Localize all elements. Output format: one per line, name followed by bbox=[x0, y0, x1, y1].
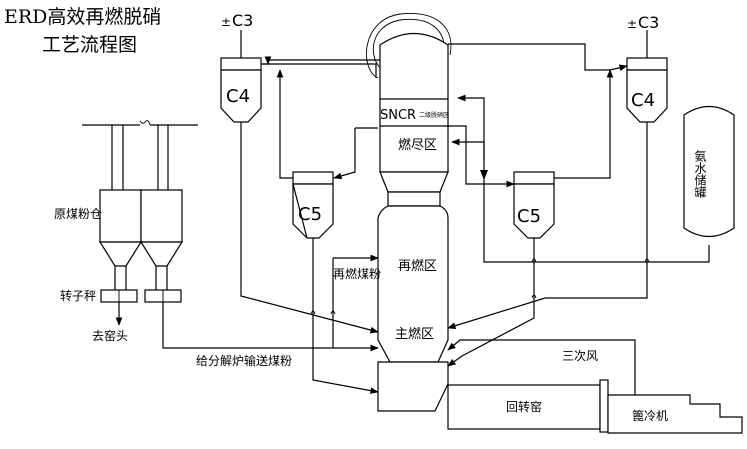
c3-left-prefix: ± bbox=[221, 15, 231, 29]
rotary-kiln-label: 回转窑 bbox=[506, 399, 542, 414]
grate-cooler-label: 篦冷机 bbox=[632, 408, 668, 423]
rotary-kiln bbox=[447, 379, 609, 433]
grate-cooler bbox=[607, 394, 743, 434]
to-kiln-head-label: 去窑头 bbox=[92, 328, 128, 343]
c5-right-cyclone bbox=[513, 171, 555, 239]
c3-right-label: C3 bbox=[638, 13, 659, 32]
kiln-inlet bbox=[377, 361, 449, 412]
to-calciner-label: 给分解炉输送煤粉 bbox=[196, 353, 292, 368]
ammonia-tank bbox=[683, 105, 735, 238]
c5-right-label: C5 bbox=[517, 206, 541, 227]
burnout-zone-label: 燃尽区 bbox=[398, 137, 437, 153]
c4-right-material-line bbox=[447, 122, 648, 329]
sncr-sub-label: 二级脱硝区 bbox=[419, 111, 449, 119]
tertiary-air-label: 三次风 bbox=[562, 349, 598, 363]
title-line2: 工艺流程图 bbox=[42, 34, 137, 56]
ammonia-tank-label: 氨水储罐 bbox=[693, 150, 707, 199]
reburn-zone-label: 再燃区 bbox=[398, 258, 437, 274]
ammonia-feed-line bbox=[483, 160, 710, 263]
raw-coal-bin-label: 原煤粉仓 bbox=[54, 207, 102, 221]
c5-left-label: C5 bbox=[298, 204, 322, 225]
c5-left-cyclone bbox=[292, 171, 334, 239]
c4-right-cyclone bbox=[626, 30, 668, 123]
raw-coal-bin bbox=[82, 120, 198, 303]
tertiary-air-line bbox=[447, 339, 636, 395]
reburn-coal-label: 再燃煤粉 bbox=[333, 266, 381, 281]
sncr-label: SNCR bbox=[380, 108, 416, 123]
rotor-scale-label: 转子秤 bbox=[60, 288, 96, 303]
coal-feed-line bbox=[162, 302, 379, 352]
calciner bbox=[366, 13, 452, 363]
main-burn-zone-label: 主燃区 bbox=[395, 326, 434, 342]
c4-left-cyclone bbox=[220, 30, 262, 123]
c3-left-label: C3 bbox=[232, 11, 253, 30]
c4-right-label: C4 bbox=[631, 90, 655, 111]
title-line1: ERD高效再燃脱硝 bbox=[4, 6, 161, 28]
c3-right-prefix: ± bbox=[627, 17, 637, 31]
c4-left-label: C4 bbox=[226, 86, 250, 107]
c4-left-material-line bbox=[240, 122, 379, 334]
